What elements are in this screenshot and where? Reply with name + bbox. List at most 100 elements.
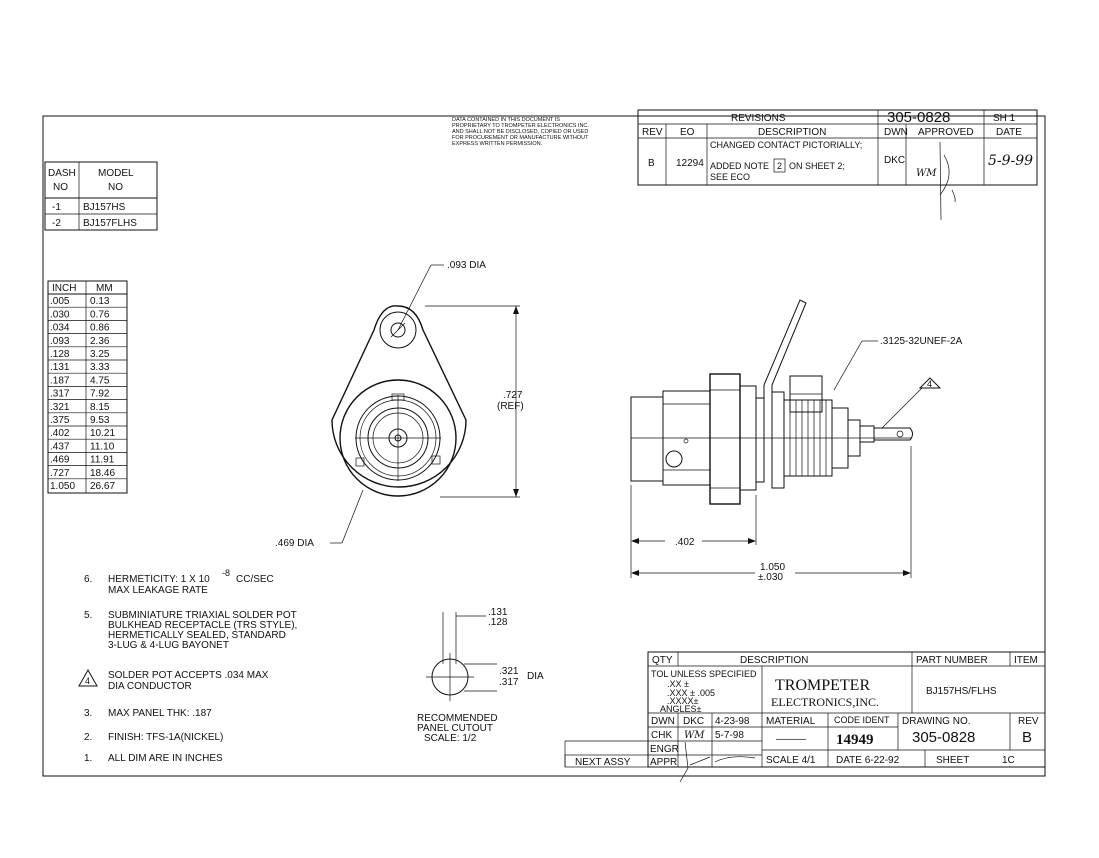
svg-text:5.: 5. [84,610,92,621]
svg-text:-8: -8 [222,568,230,578]
dim-cutout-top1: .131 [488,607,508,618]
svg-text:DRAWING NO.: DRAWING NO. [902,716,971,727]
svg-text:3.: 3. [84,708,92,719]
mm-cell: 9.53 [90,415,110,426]
svg-text:BULKHEAD RECEPTACLE (TRS STYLE: BULKHEAD RECEPTACLE (TRS STYLE), [108,620,297,631]
rev-eo: 12294 [676,158,704,169]
svg-text:ALL DIM ARE IN INCHES: ALL DIM ARE IN INCHES [108,753,223,764]
svg-text:EXPRESS WRITTEN PERMISSION.: EXPRESS WRITTEN PERMISSION. [452,141,543,147]
revisions-title: REVISIONS [731,113,786,124]
svg-text:INCH: INCH [52,283,76,294]
svg-text:CHANGED CONTACT PICTORIALLY;: CHANGED CONTACT PICTORIALLY; [710,140,862,150]
inch-cell: .187 [50,375,70,386]
svg-text:PROPRIETARY TO TROMPETER ELECT: PROPRIETARY TO TROMPETER ELECTRONICS INC… [452,123,589,129]
dim-length-total: 1.050 [760,562,785,573]
svg-text:4: 4 [85,676,90,686]
svg-text:SEE ECO: SEE ECO [710,172,750,182]
svg-text:SHEET: SHEET [936,755,969,766]
svg-text:MATERIAL: MATERIAL [766,716,816,727]
svg-text:2.: 2. [84,732,92,743]
dim-thread: .3125-32UNEF-2A [880,336,963,347]
svg-text:APPROVED: APPROVED [918,127,974,138]
dim-body-dia: .469 DIA [275,538,314,549]
svg-text:DASH: DASH [48,168,76,179]
svg-text:SUBMINIATURE TRIAXIAL SOLDER P: SUBMINIATURE TRIAXIAL SOLDER POT [108,610,297,621]
svg-text:ENGR: ENGR [650,744,679,755]
mm-cell: 3.33 [90,362,110,373]
svg-text:4-23-98: 4-23-98 [715,716,750,727]
svg-text:CODE IDENT: CODE IDENT [834,715,890,725]
svg-text:FINISH: TFS-1A(NICKEL): FINISH: TFS-1A(NICKEL) [108,732,223,743]
svg-text:CHK: CHK [651,730,672,741]
svg-text:DWN: DWN [651,716,675,727]
svg-text:ITEM: ITEM [1014,655,1038,666]
part-number-value: BJ157HS/FLHS [926,686,997,697]
dim-hole-dia: .093 DIA [447,260,486,271]
mm-cell: 0.86 [90,323,110,334]
svg-text:FOR PROCUREMENT OR MANUFACTURE: FOR PROCUREMENT OR MANUFACTURE WITHOUT [452,135,589,141]
dash-table: DASH NO MODEL NO -1 BJ157HS -2 BJ157FLHS [44,161,158,231]
svg-text:PANEL CUTOUT: PANEL CUTOUT [417,723,493,734]
svg-text:BJ157HS: BJ157HS [83,202,126,213]
side-view: .3125-32UNEF-2A 4 .402 1.050 ±.030 [630,299,963,583]
front-view: .093 DIA .727 (REF) .469 DIA [275,260,524,549]
svg-text:MM: MM [96,283,113,294]
svg-text:DESCRIPTION: DESCRIPTION [758,127,826,138]
svg-text:EO: EO [680,127,695,138]
rev-letter: B [648,158,655,169]
svg-text:ANGLES±: ANGLES± [660,704,702,714]
mm-cell: 0.13 [90,296,110,307]
svg-text:MAX LEAKAGE RATE: MAX LEAKAGE RATE [108,585,208,596]
flag-note-4: 4 [927,379,932,389]
inch-cell: 1.050 [50,481,75,492]
svg-text:DATE: DATE [996,127,1022,138]
svg-text:1C: 1C [1002,755,1015,766]
inch-cell: .131 [50,362,70,373]
dim-length-a: .402 [675,537,695,548]
svg-text:NO: NO [53,182,68,193]
panel-cutout: .131 .128 .321 .317 DIA RECOMMENDED PANE… [417,607,544,744]
svg-text:DESCRIPTION: DESCRIPTION [740,655,808,666]
svg-text:PART NUMBER: PART NUMBER [916,655,988,666]
svg-text:CC/SEC: CC/SEC [236,574,274,585]
inch-cell: .469 [50,455,70,466]
mm-cell: 3.25 [90,349,110,360]
rev-dwn: DKC [884,155,905,166]
svg-text:ON SHEET 2;: ON SHEET 2; [789,161,845,171]
title-block: QTY DESCRIPTION PART NUMBER ITEM TOL UNL… [564,651,1046,783]
code-ident-value: 14949 [836,732,874,748]
mm-cell: 2.36 [90,336,110,347]
svg-text:DKC: DKC [683,716,704,727]
svg-text:DWN: DWN [884,127,908,138]
svg-text:6.: 6. [84,574,92,585]
dim-length-tol: ±.030 [758,572,783,583]
revisions-block: REVISIONS 305-0828 SH 1 REV EO DESCRIPTI… [637,109,1038,221]
rev-date-handwritten: 5-9-99 [988,153,1033,169]
svg-text:DATA CONTAINED IN THIS DOCUMEN: DATA CONTAINED IN THIS DOCUMENT IS [452,117,560,123]
mm-cell: 10.21 [90,428,115,439]
svg-text:DIA: DIA [527,671,544,682]
proprietary-notice: DATA CONTAINED IN THIS DOCUMENT IS PROPR… [452,117,589,147]
svg-text:.XXXX±: .XXXX± [667,696,699,706]
svg-text:NEXT ASSY: NEXT ASSY [575,757,631,768]
svg-text:APPR: APPR [650,757,677,768]
top-sheet: SH 1 [993,113,1016,124]
svg-text:REV: REV [642,127,663,138]
svg-text:HERMETICITY: 1 X 10: HERMETICITY: 1 X 10 [108,574,210,585]
svg-text:2: 2 [777,161,782,171]
mm-cell: 8.15 [90,402,110,413]
svg-text:RECOMMENDED: RECOMMENDED [417,713,498,724]
inch-cell: .437 [50,441,70,452]
svg-text:ADDED NOTE: ADDED NOTE [710,161,769,171]
mm-cell: 26.67 [90,481,115,492]
inch-cell: .093 [50,336,70,347]
svg-text:SCALE 4/1: SCALE 4/1 [766,755,816,766]
svg-text:DIA CONDUCTOR: DIA CONDUCTOR [108,681,192,692]
approval-signature [679,741,756,783]
inch-cell: .030 [50,309,70,320]
svg-text:HERMETICALLY SEALED, STANDARD: HERMETICALLY SEALED, STANDARD [108,630,286,641]
dim-cutout-top2: .128 [488,617,508,628]
